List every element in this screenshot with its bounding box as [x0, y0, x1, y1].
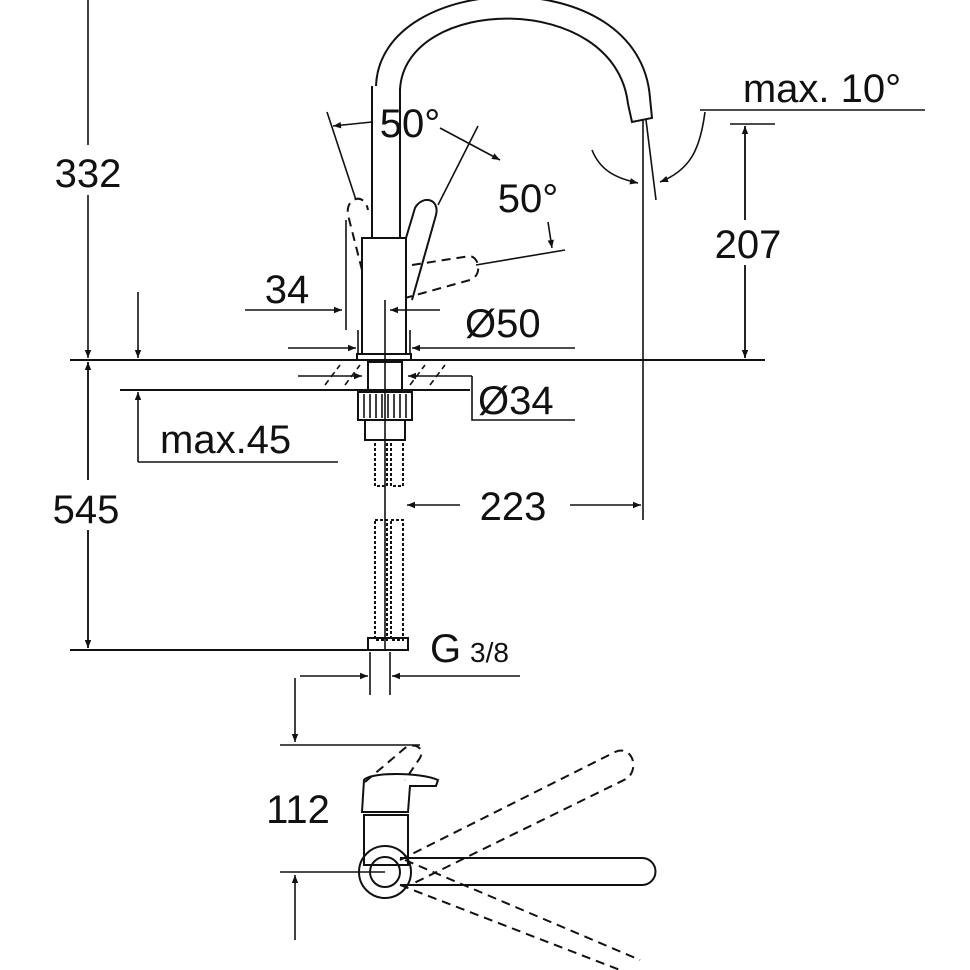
label-112: 112	[266, 788, 330, 832]
lever-angle-arrows	[332, 121, 554, 249]
label-thread-g: G	[430, 627, 461, 671]
label-thread-fraction: 3/8	[470, 637, 509, 668]
base-diameter-dimension	[288, 330, 575, 354]
spout	[371, 0, 654, 238]
label-side-angle: 50°	[498, 177, 559, 221]
label-diameter-50: Ø50	[465, 302, 541, 346]
label-34: 34	[265, 268, 310, 312]
label-545: 545	[53, 488, 120, 532]
hole-min-dimension	[245, 220, 440, 330]
label-223: 223	[480, 485, 547, 529]
top-view	[255, 678, 657, 970]
spout-height-dimension	[705, 123, 790, 358]
lever	[326, 111, 566, 301]
label-207: 207	[715, 223, 782, 267]
hole-diameter-dimension	[298, 364, 575, 421]
label-front-angle: 50°	[380, 102, 441, 146]
faucet-base	[356, 353, 412, 361]
label-max-45: max.45	[160, 418, 291, 462]
thread-dimension	[300, 652, 520, 695]
faucet-body	[361, 237, 407, 355]
label-332: 332	[55, 152, 122, 196]
counter-thickness-dimension	[134, 292, 338, 463]
height-dimension	[40, 0, 372, 651]
spout-tilt-dimension	[591, 109, 925, 520]
label-diameter-34: Ø34	[478, 379, 554, 423]
supply-hoses	[367, 439, 409, 651]
label-max-10-deg: max. 10°	[743, 67, 901, 111]
